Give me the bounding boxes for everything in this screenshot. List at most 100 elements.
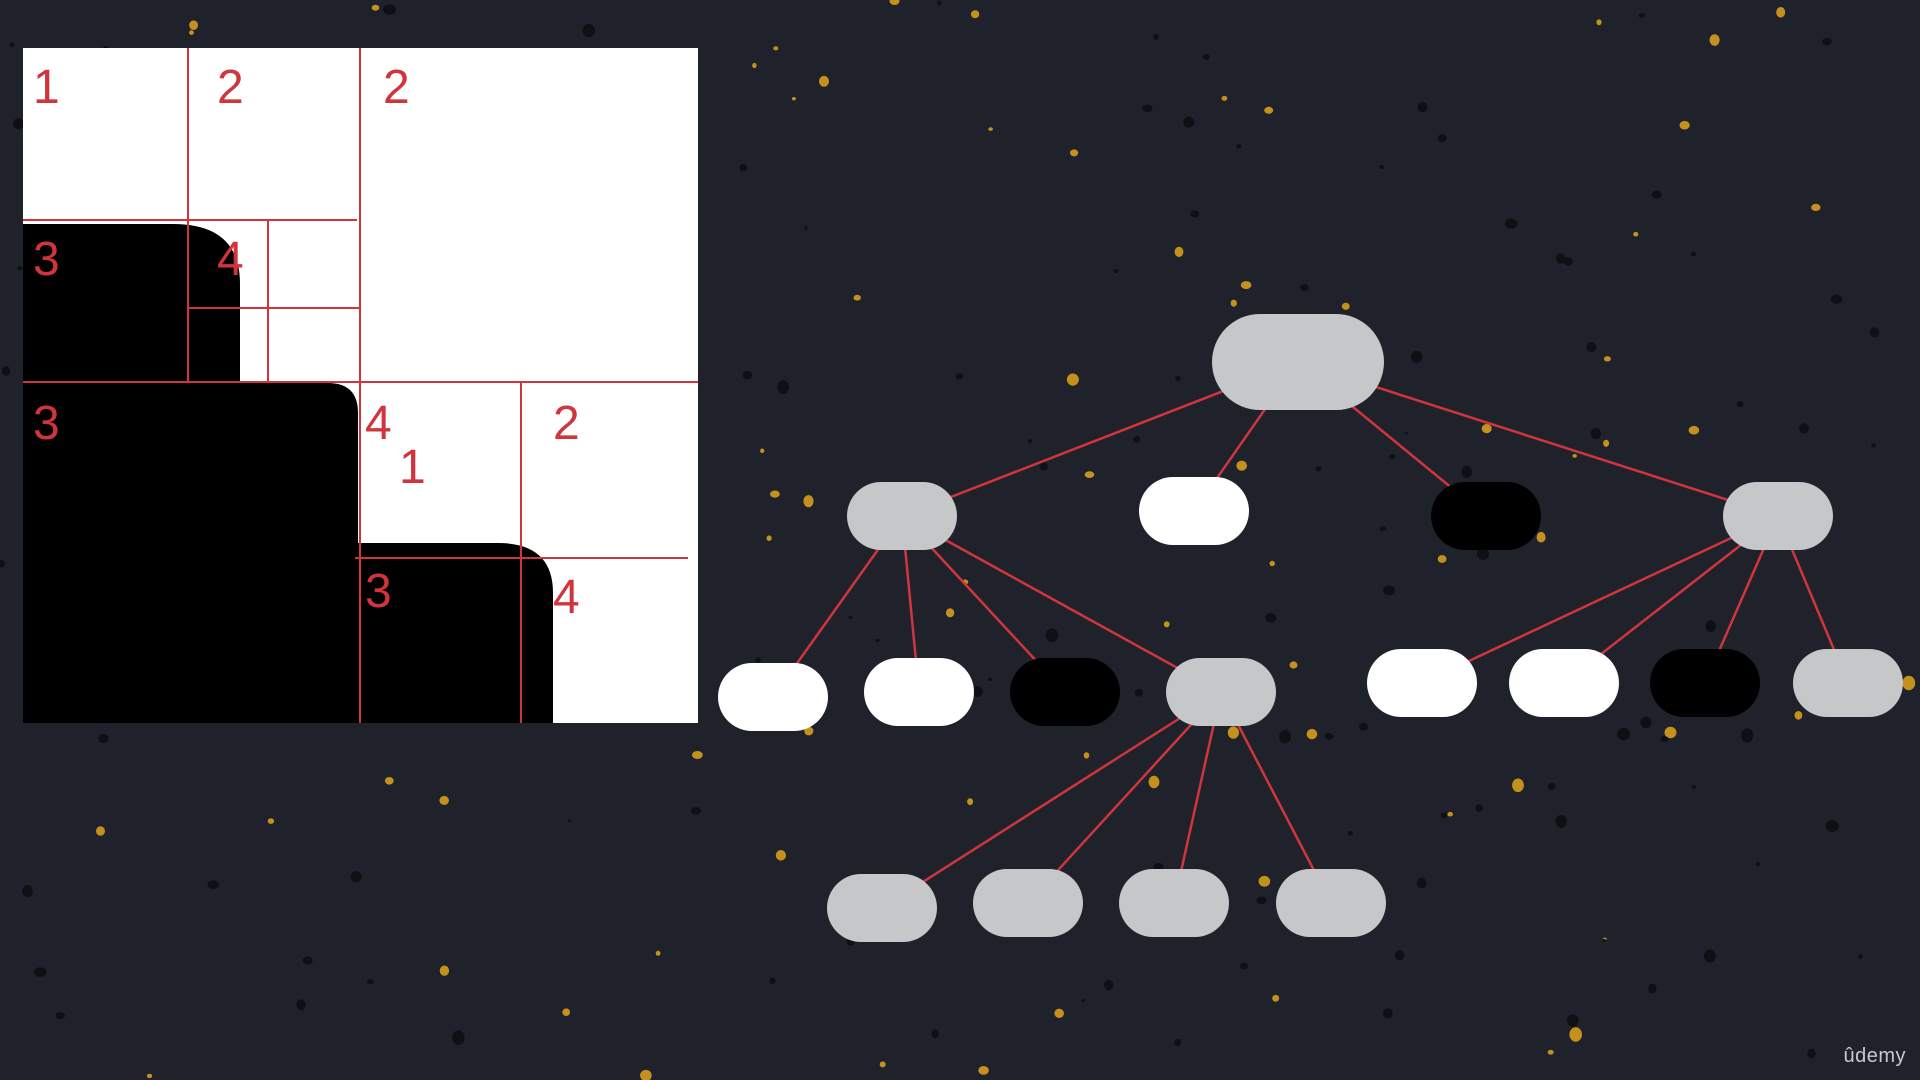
quadtree-grid (23, 48, 698, 723)
gold-speckle (770, 490, 780, 498)
dark-speckle (1869, 327, 1880, 338)
dark-speckle (875, 638, 880, 642)
dark-speckle (1028, 438, 1033, 444)
tree-node-root-gray (1212, 314, 1384, 410)
dark-speckle (1547, 782, 1556, 791)
gold-speckle (1230, 299, 1237, 307)
black-region-lower (23, 678, 83, 723)
dark-speckle (1389, 454, 1396, 460)
black-region-top-left (23, 224, 553, 723)
dark-speckle (1202, 53, 1210, 60)
gold-speckle (692, 751, 703, 759)
gold-speckle (1240, 281, 1252, 290)
dark-speckle (1475, 804, 1483, 812)
gold-speckle (1596, 19, 1602, 26)
tree-node-e1-gray (827, 874, 937, 942)
dark-speckle (1477, 548, 1489, 560)
dark-speckle (1563, 257, 1573, 266)
dark-speckle (1142, 104, 1153, 113)
dark-speckle (972, 686, 983, 697)
tree-nodes (718, 314, 1903, 942)
gold-speckle (1083, 752, 1090, 759)
quad-label: 2 (383, 61, 410, 114)
gold-speckle (439, 795, 450, 805)
dark-speckle (1416, 877, 1427, 889)
dark-speckle (1279, 729, 1291, 744)
tree-node-a-gray (847, 482, 957, 550)
dark-speckle (452, 1030, 465, 1045)
gold-speckle (804, 726, 814, 736)
dark-speckle (582, 23, 596, 38)
gold-speckle (1447, 811, 1453, 817)
tree-node-d2-white (1509, 649, 1619, 717)
gold-speckle (189, 20, 199, 31)
tree-node-d1-white (1367, 649, 1477, 717)
quad-label: 3 (365, 565, 392, 618)
dark-speckle (1590, 427, 1602, 440)
quad-label: 3 (33, 397, 60, 450)
tree-node-e2-gray (973, 869, 1083, 937)
gold-speckle (189, 30, 194, 35)
dark-speckle (1104, 979, 1114, 991)
dark-speckle (1825, 820, 1839, 832)
gold-speckle (1054, 1008, 1064, 1018)
dark-speckle (1651, 190, 1662, 199)
dark-speckle (1315, 466, 1322, 472)
gold-speckle (1664, 726, 1677, 739)
gold-speckle (1306, 728, 1318, 740)
tree-edges (771, 360, 1850, 910)
dark-speckle (1358, 722, 1368, 731)
dark-speckle (1383, 585, 1395, 596)
gold-speckle (562, 1008, 571, 1016)
dark-speckle (1394, 950, 1405, 961)
gold-speckle (146, 1073, 153, 1079)
dark-speckle (1440, 812, 1447, 819)
dark-speckle (1183, 116, 1195, 128)
gold-speckle (988, 127, 993, 131)
tree-edge-root-d (1297, 360, 1779, 518)
dark-speckle (1799, 423, 1809, 434)
dark-speckle (1039, 462, 1048, 471)
dark-speckle (1236, 143, 1242, 149)
gold-speckle (773, 46, 779, 51)
dark-speckle (1324, 733, 1334, 740)
dark-speckle (1555, 814, 1567, 829)
gold-speckle (384, 777, 394, 785)
dark-speckle (1417, 101, 1428, 113)
gold-speckle (766, 535, 772, 541)
dark-speckle (1690, 251, 1697, 257)
dark-speckle (1174, 1038, 1182, 1047)
quad-label: 2 (217, 61, 244, 114)
dark-speckle (207, 880, 220, 890)
gold-speckle (1512, 778, 1524, 793)
tree-node-c-black (1431, 482, 1541, 550)
dark-speckle (1265, 613, 1277, 623)
quad-label: 1 (33, 61, 60, 114)
dark-speckle (350, 871, 362, 883)
dark-speckle (1256, 896, 1267, 905)
grid-lines (23, 48, 698, 723)
dark-speckle (296, 999, 306, 1011)
dark-speckle (1, 366, 11, 376)
dark-speckle (1379, 165, 1385, 169)
dark-speckle (366, 979, 375, 985)
dark-speckle (1602, 938, 1606, 943)
dark-speckle (1871, 443, 1876, 448)
gold-speckle (1569, 1027, 1582, 1042)
dark-speckle (22, 885, 33, 898)
gold-speckle (1603, 356, 1611, 362)
dark-speckle (1807, 1048, 1816, 1059)
dark-speckle (17, 266, 23, 271)
dark-speckle (739, 163, 748, 172)
udemy-watermark-logo: ûdemy (1843, 1045, 1906, 1067)
dark-speckle (1300, 284, 1309, 292)
gold-speckle (978, 1066, 989, 1075)
gold-speckle (1174, 246, 1184, 257)
gold-speckle (1258, 875, 1271, 887)
dark-speckle (1190, 210, 1200, 218)
gold-speckle (1437, 555, 1447, 563)
tree-edge-a-a4 (901, 514, 1222, 694)
dark-speckle (1081, 999, 1086, 1002)
dark-speckle (1175, 375, 1181, 381)
